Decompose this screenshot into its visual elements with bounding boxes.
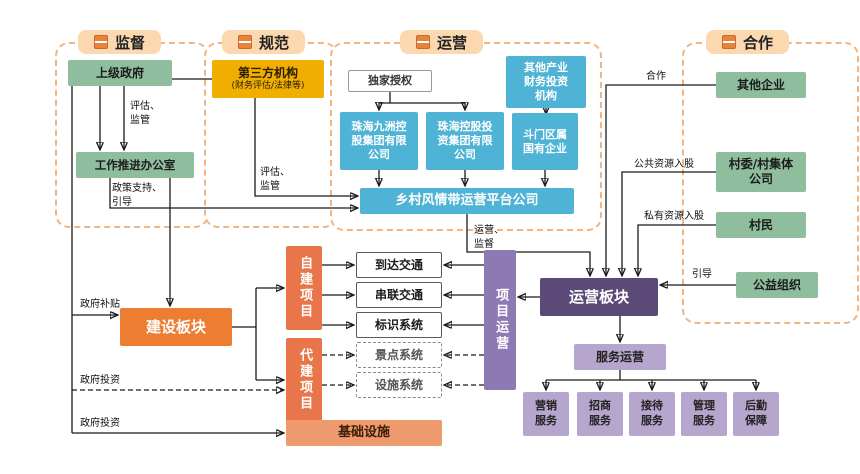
label-operate-supervise: 运营、监督 — [474, 225, 504, 250]
node-investment-service: 招商服务 — [577, 392, 623, 436]
label-cooperation: 合作 — [646, 71, 666, 82]
node-infrastructure: 基础设施 — [286, 420, 442, 446]
flow-arrow — [606, 84, 716, 275]
node-construction-sector: 建设板块 — [120, 308, 232, 346]
label-private-resource-shares: 私有资源入股 — [644, 211, 704, 222]
node-series-traffic: 串联交通 — [356, 282, 442, 308]
group-header-operation: 运营 — [400, 30, 484, 54]
group-title: 监督 — [115, 33, 146, 52]
node-exclusive-authorization: 独家授权 — [348, 70, 432, 92]
node-logistics-support: 后勤保障 — [733, 392, 779, 436]
third-party-subtitle: (财务评估/法律等) — [231, 80, 305, 91]
node-operation-sector: 运营板块 — [540, 278, 658, 316]
flow-arrow — [622, 171, 716, 275]
node-facility-system: 设施系统 — [356, 372, 442, 398]
label-guide: 引导 — [692, 269, 712, 280]
node-work-promotion-office: 工作推进办公室 — [76, 152, 194, 178]
node-self-build-projects: 自建项目 — [286, 246, 322, 330]
node-zhuhai-holding-investment: 珠海控股投资集团有限公司 — [426, 112, 504, 170]
label-government-investment-2: 政府投资 — [80, 418, 120, 429]
group-badge-icon — [722, 35, 736, 49]
group-badge-icon — [94, 35, 108, 49]
group-header-supervision: 监督 — [78, 30, 162, 54]
node-villagers: 村民 — [716, 212, 806, 238]
label-public-resource-shares: 公共资源入股 — [634, 159, 694, 170]
label-evaluate-supervise-1: 评估、监管 — [130, 101, 160, 126]
node-marketing-service: 营销服务 — [523, 392, 569, 436]
group-badge-icon — [238, 35, 252, 49]
flow-arrow — [109, 178, 357, 208]
group-title: 合作 — [743, 33, 774, 52]
label-government-investment-1: 政府投资 — [80, 375, 120, 386]
group-header-cooperation: 合作 — [706, 30, 790, 54]
node-other-enterprises: 其他企业 — [716, 72, 806, 98]
label-evaluate-supervise-2: 评估、监管 — [260, 167, 290, 192]
group-badge-icon — [416, 35, 430, 49]
group-header-standard: 规范 — [222, 30, 306, 54]
node-public-welfare-org: 公益组织 — [736, 272, 818, 298]
flow-arrow — [254, 98, 357, 196]
node-scenic-system: 景点系统 — [356, 342, 442, 368]
node-project-operation: 项目运营 — [484, 250, 516, 390]
third-party-title: 第三方机构 — [237, 65, 298, 80]
group-title: 运营 — [437, 33, 468, 52]
label-policy-support-guide: 政策支持、引导 — [112, 183, 162, 208]
node-signage-system: 标识系统 — [356, 312, 442, 338]
node-village-committee: 村委/村集体公司 — [716, 152, 806, 192]
node-reception-service: 接待服务 — [629, 392, 675, 436]
flow-arrows — [71, 78, 756, 433]
flow-arrow — [466, 214, 590, 275]
node-agent-build-projects: 代建项目 — [286, 338, 322, 422]
node-rural-platform-company: 乡村风情带运营平台公司 — [360, 188, 574, 214]
node-management-service: 管理服务 — [681, 392, 727, 436]
node-higher-government: 上级政府 — [68, 60, 172, 86]
node-doumen-soe: 斗门区属国有企业 — [512, 113, 578, 170]
node-other-financial-investors: 其他产业财务投资机构 — [506, 56, 586, 108]
group-title: 规范 — [259, 33, 290, 52]
flow-arrow — [638, 224, 716, 275]
label-government-subsidy: 政府补贴 — [80, 299, 120, 310]
node-jiuzhou-holding: 珠海九洲控股集团有限公司 — [340, 112, 418, 170]
node-third-party-agency: 第三方机构 (财务评估/法律等) — [212, 60, 324, 98]
node-arrival-traffic: 到达交通 — [356, 252, 442, 278]
node-service-operation: 服务运营 — [574, 344, 666, 370]
